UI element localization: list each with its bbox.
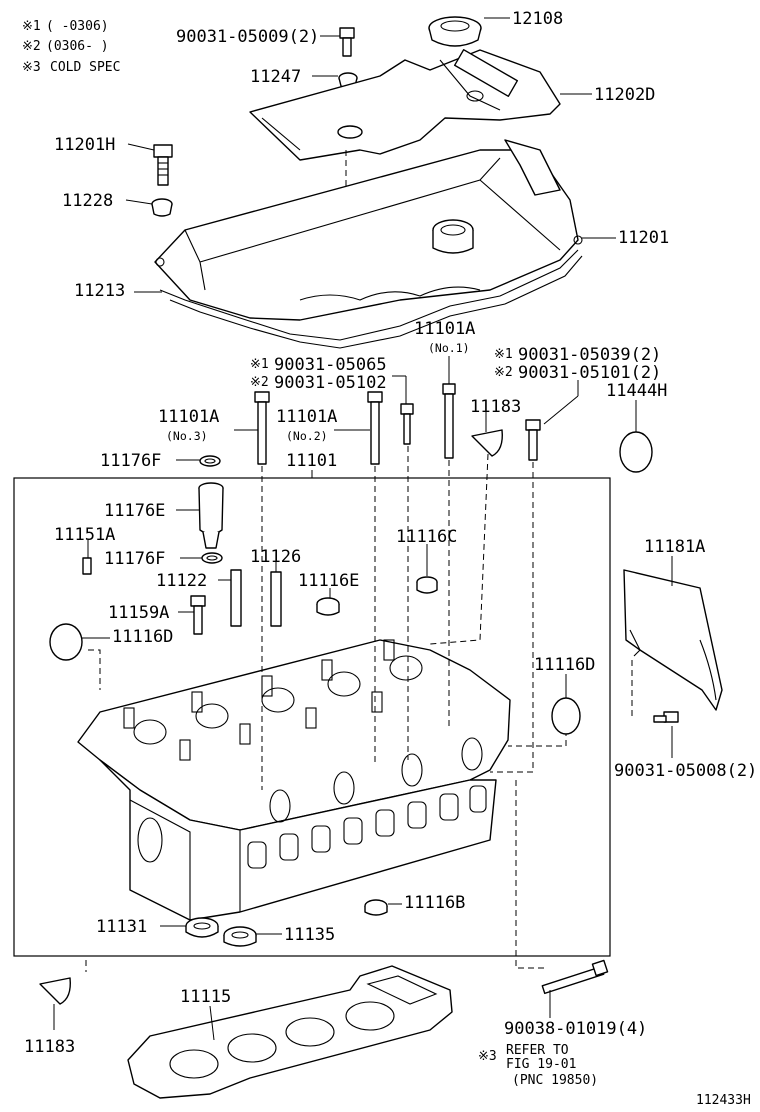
bolt-11201H: 11201H bbox=[54, 135, 173, 186]
plug-11116D-left: 11116D bbox=[49, 623, 173, 661]
label-11213: 11213 bbox=[74, 281, 125, 301]
label-11101A-no1: 11101A bbox=[414, 319, 475, 339]
label-90038-01019: 90038-01019(4) bbox=[504, 1019, 647, 1039]
pnc-text: (PNC 19850) bbox=[512, 1073, 598, 1088]
label-11201: 11201 bbox=[618, 228, 669, 248]
label-11159A: 11159A bbox=[108, 603, 169, 623]
head-gasket-11115: 11115 bbox=[127, 965, 453, 1099]
label-90031-05102: 90031-05102 bbox=[274, 373, 387, 393]
seal-11135: 11135 bbox=[223, 925, 335, 947]
label-90031-05008: 90031-05008(2) bbox=[614, 761, 757, 781]
half-moon-plug-11183-top: 11183 bbox=[470, 397, 521, 457]
valve-lifter-bores bbox=[123, 639, 395, 761]
head-bolt-11101A-no1: 11101A (No.1) bbox=[414, 319, 475, 459]
exhaust-ports-front bbox=[269, 737, 483, 823]
label-90031-05101: 90031-05101(2) bbox=[518, 363, 661, 383]
notes-legend: ※1 ( -0306) ※2 (0306- ) ※3 COLD SPEC bbox=[22, 19, 120, 75]
label-11181A: 11181A bbox=[644, 537, 705, 557]
head-cover-gasket-11213: 11213 bbox=[74, 249, 583, 349]
label-11101A-no2: 11101A bbox=[276, 407, 337, 427]
bolt-90031-05065: ※1 90031-05065 ※2 90031-05102 bbox=[250, 355, 414, 445]
spark-plug-tube-11176E: 11176E bbox=[104, 482, 224, 549]
guide-11126: 11126 bbox=[250, 547, 301, 627]
plug-11116C: 11116C bbox=[396, 527, 457, 594]
refer-to-text: REFER TO bbox=[506, 1043, 569, 1058]
label-11116E: 11116E bbox=[298, 571, 359, 591]
label-11176F-mid: 11176F bbox=[104, 549, 165, 569]
note-1-text: ( -0306) bbox=[46, 19, 109, 34]
cylinder-head-cover-11201: 11201 bbox=[154, 139, 669, 321]
pin-11151A: 11151A bbox=[54, 525, 115, 575]
dashed-alignment-lines bbox=[85, 446, 567, 972]
label-11202D: 11202D bbox=[594, 85, 655, 105]
label-11101A-no3: 11101A bbox=[158, 407, 219, 427]
half-moon-plug-11183-bottom: 11183 bbox=[24, 977, 75, 1057]
label-90031-05065: 90031-05065 bbox=[274, 355, 387, 375]
label-no3: (No.3) bbox=[166, 429, 208, 443]
mark-3: ※3 bbox=[478, 1049, 497, 1064]
bolt-90031-05039: ※1 90031-05039(2) ※2 90031-05101(2) bbox=[494, 345, 661, 461]
camshaft-journals bbox=[133, 655, 423, 745]
oil-filler-cap-12108: 12108 bbox=[428, 9, 563, 47]
cylinder-head-cover-plate-11202D: 11202D bbox=[249, 49, 655, 161]
stud-bolt-90038-01019: 90038-01019(4) bbox=[504, 959, 647, 1039]
label-11122: 11122 bbox=[156, 571, 207, 591]
label-11116D-left: 11116D bbox=[112, 627, 173, 647]
plug-11444H: 11444H bbox=[606, 381, 667, 473]
label-11135: 11135 bbox=[284, 925, 335, 945]
figure-id: 112433H bbox=[696, 1093, 751, 1108]
mark-1-b: ※1 bbox=[494, 347, 513, 362]
label-11183-top: 11183 bbox=[470, 397, 521, 417]
note-3-text: COLD SPEC bbox=[50, 60, 120, 75]
grommet-11228: 11228 bbox=[62, 191, 173, 217]
refer-note: ※3 REFER TO FIG 19-01 (PNC 19850) bbox=[478, 1043, 598, 1088]
cover-plate-11181A: 11181A bbox=[623, 537, 723, 711]
o-ring-11176F-top: 11176F bbox=[100, 451, 221, 471]
label-11201H: 11201H bbox=[54, 135, 115, 155]
seal-11131: 11131 bbox=[96, 917, 219, 938]
label-11176F-top: 11176F bbox=[100, 451, 161, 471]
bolt-90031-05008: 90031-05008(2) bbox=[614, 711, 757, 781]
head-bolt-11101A-no3: 11101A (No.3) bbox=[158, 391, 270, 465]
label-no2: (No.2) bbox=[286, 429, 328, 443]
cylinder-head-body bbox=[77, 639, 511, 921]
plug-11116D-right: 11116D bbox=[534, 655, 595, 735]
label-11116B: 11116B bbox=[404, 893, 465, 913]
note-2-text: (0306- ) bbox=[46, 39, 109, 54]
note-3-mark: ※3 bbox=[22, 60, 41, 75]
note-1-mark: ※1 bbox=[22, 19, 41, 34]
mark-1-a: ※1 bbox=[250, 357, 269, 372]
label-11183-bottom: 11183 bbox=[24, 1037, 75, 1057]
label-12108: 12108 bbox=[512, 9, 563, 29]
intake-ports bbox=[247, 785, 487, 869]
label-11116C: 11116C bbox=[396, 527, 457, 547]
label-11116D-right: 11116D bbox=[534, 655, 595, 675]
label-11176E: 11176E bbox=[104, 501, 165, 521]
o-ring-11176F-mid: 11176F bbox=[104, 549, 223, 569]
head-bolt-11101A-no2: 11101A (No.2) bbox=[276, 391, 383, 465]
label-11444H: 11444H bbox=[606, 381, 667, 401]
label-11101: 11101 bbox=[286, 451, 337, 471]
mark-2-a: ※2 bbox=[250, 375, 269, 390]
label-11247: 11247 bbox=[250, 67, 301, 87]
plug-11116B: 11116B bbox=[364, 893, 465, 916]
bolt-90031-05009: 90031-05009(2) bbox=[176, 27, 355, 57]
label-11151A: 11151A bbox=[54, 525, 115, 545]
label-no1: (No.1) bbox=[428, 341, 470, 355]
plug-11116E: 11116E bbox=[298, 571, 359, 616]
label-11126: 11126 bbox=[250, 547, 301, 567]
label-11131: 11131 bbox=[96, 917, 147, 937]
mark-2-b: ※2 bbox=[494, 365, 513, 380]
label-90031-05009: 90031-05009(2) bbox=[176, 27, 319, 47]
label-11115: 11115 bbox=[180, 987, 231, 1007]
gasket-11247: 11247 bbox=[250, 67, 358, 89]
label-11228: 11228 bbox=[62, 191, 113, 211]
note-2-mark: ※2 bbox=[22, 39, 41, 54]
guide-11122: 11122 bbox=[156, 569, 242, 627]
label-90031-05039: 90031-05039(2) bbox=[518, 345, 661, 365]
bolt-11159A: 11159A bbox=[108, 595, 206, 635]
fig-text: FIG 19-01 bbox=[506, 1057, 576, 1072]
